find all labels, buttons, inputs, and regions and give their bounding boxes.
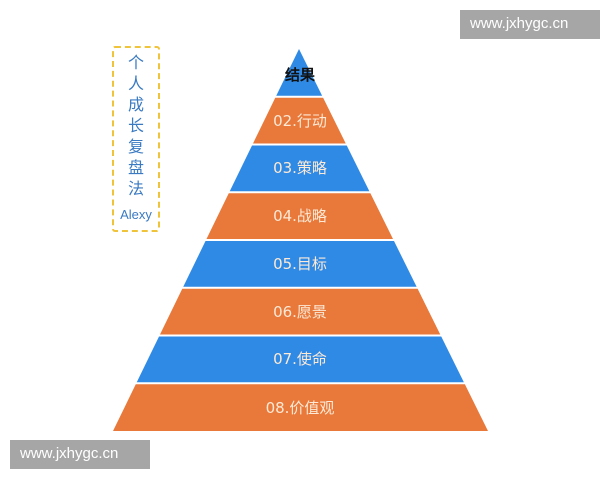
level-label-4: 04.战略 [273,207,327,226]
sidebar-title: 个 人 成 长 复 盘 法 [114,52,158,199]
title-char: 人 [127,74,144,93]
pyramid-level-5 [183,241,417,287]
sidebar-author: Alexy [120,207,152,222]
pyramid-level-7 [136,336,464,383]
pyramid-level-2 [252,97,346,144]
level-label-1: 结果 [284,66,315,85]
sidebar-title-box: 个 人 成 长 复 盘 法 Alexy [112,46,160,232]
pyramid-level-8 [113,384,488,431]
pyramid-level-6 [159,288,441,335]
title-char: 盘 [127,158,144,177]
level-label-8: 08.价值观 [265,398,335,417]
watermark-top: www.jxhygc.cn [460,10,600,39]
title-char: 长 [127,116,144,135]
pyramid-level-4 [206,193,394,239]
watermark-bottom: www.jxhygc.cn [10,440,150,469]
title-char: 法 [127,179,144,198]
title-char: 个 [127,53,144,72]
level-label-6: 06.愿景 [273,302,327,321]
level-label-2: 02.行动 [273,111,327,130]
title-char: 成 [127,95,144,114]
title-char: 复 [127,137,144,156]
pyramid-level-3 [229,145,370,192]
level-label-3: 03.策略 [273,159,327,178]
pyramid-level-1 [276,49,323,96]
level-label-5: 05.目标 [273,254,327,273]
level-label-7: 07.使命 [273,350,327,369]
